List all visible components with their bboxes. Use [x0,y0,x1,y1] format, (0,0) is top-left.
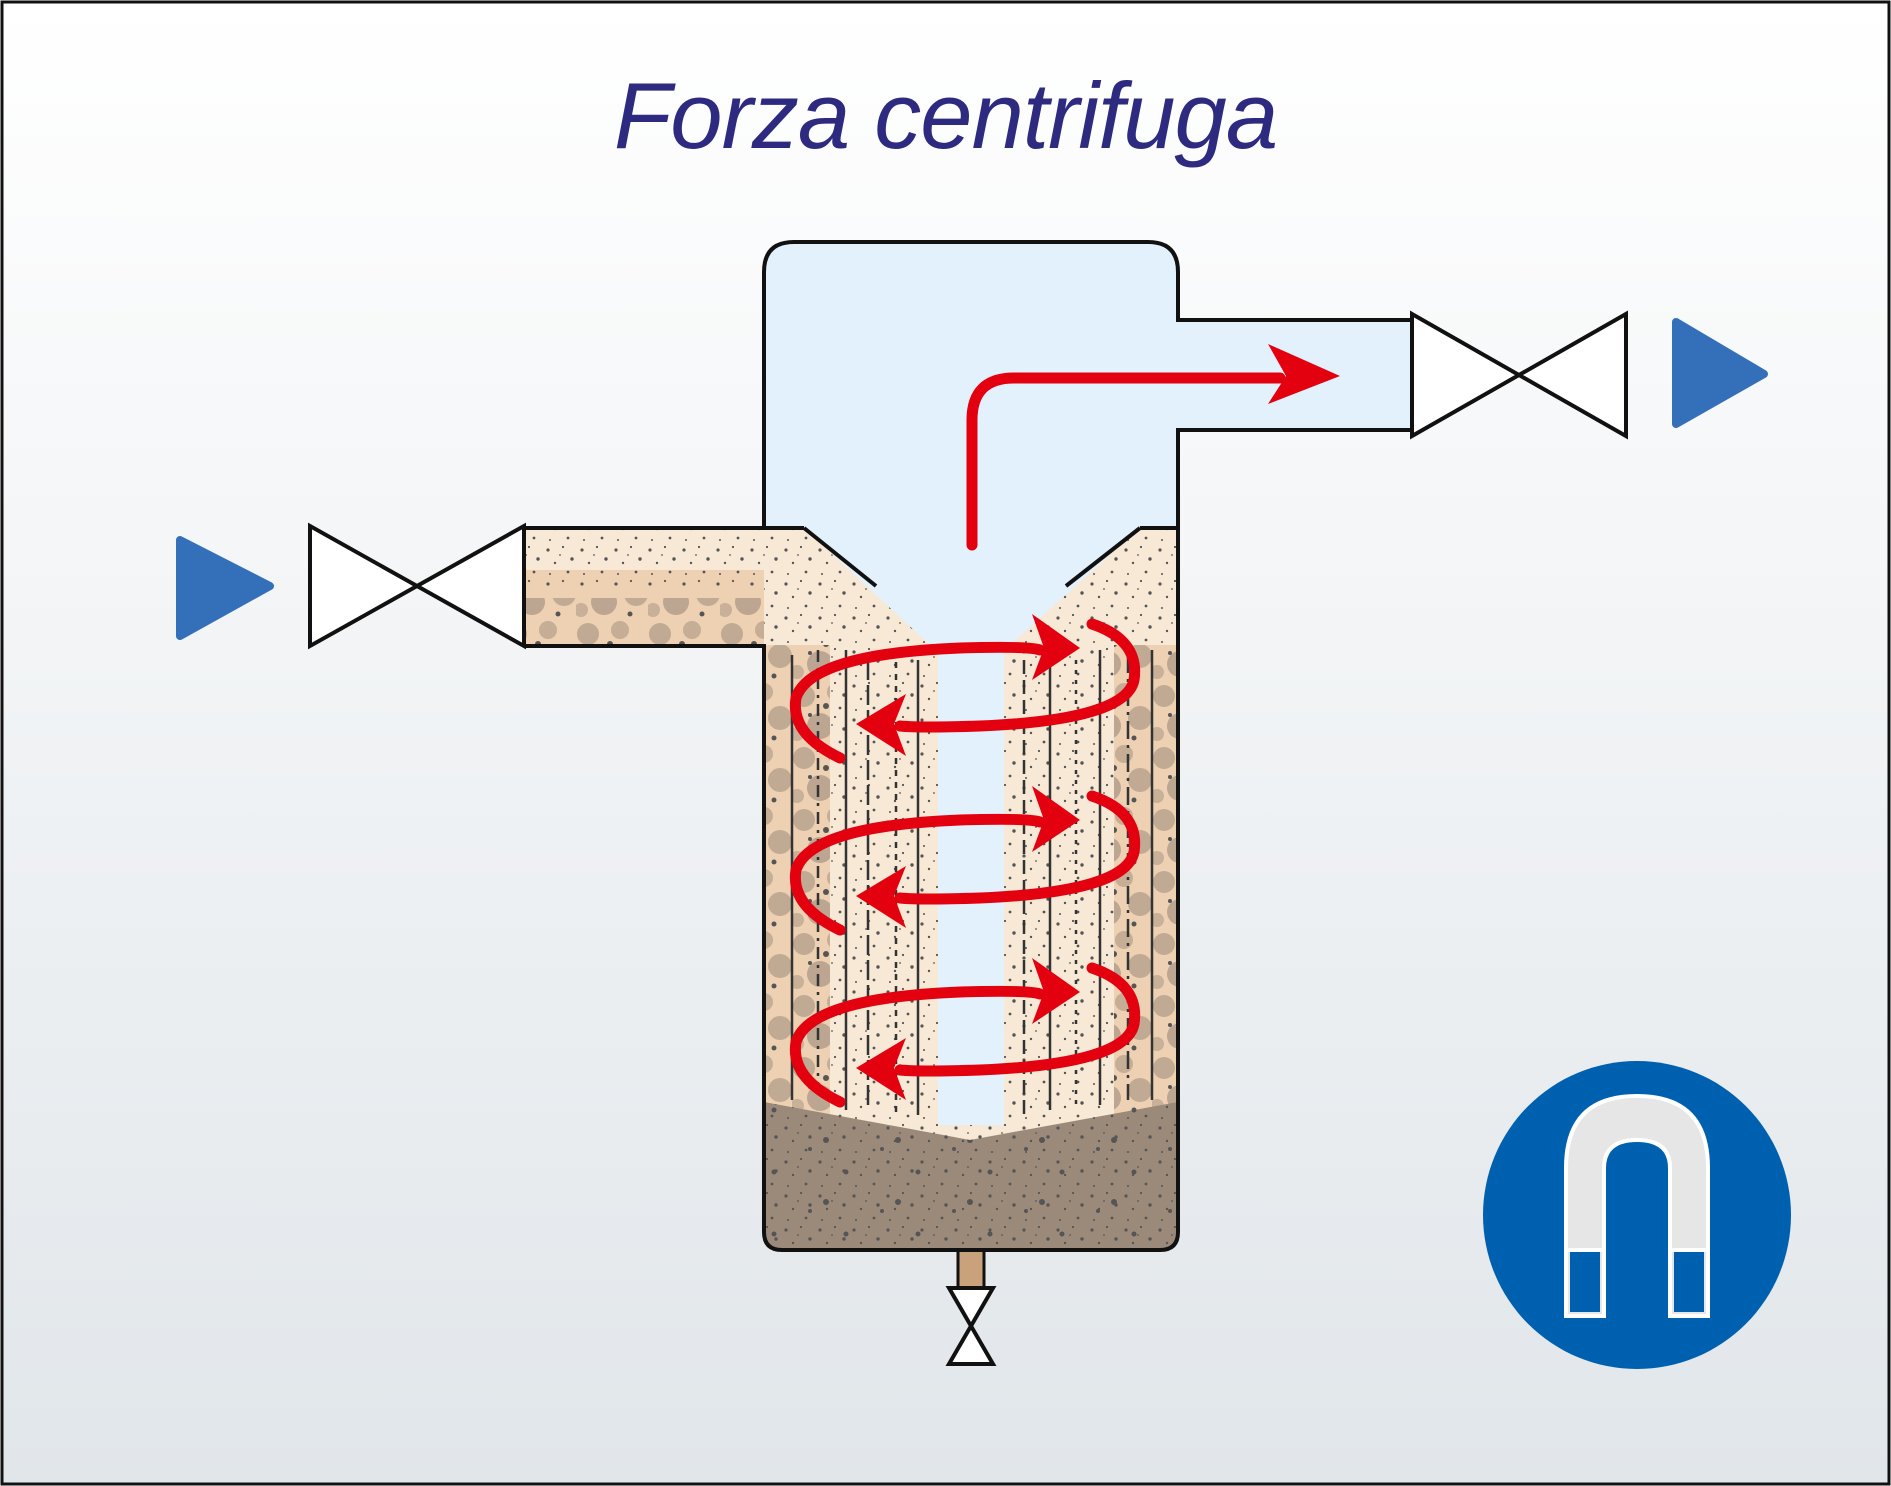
outlet-valve[interactable] [1410,310,1628,440]
diagram-title: Forza centrifuga [613,63,1278,168]
separator-vessel-outline [524,240,1412,1252]
spiral-turn-3 [789,958,1141,1108]
outflow-arrow [966,344,1340,551]
butterfly-valve-icon [1410,310,1628,440]
spiral-turn-1 [789,614,1141,764]
outlet-direction-icon [1672,318,1768,428]
separation-zone [764,645,1178,1250]
inlet-direction-icon [176,536,274,640]
butterfly-valve-icon [945,1286,997,1366]
horseshoe-magnet-icon [1564,1093,1710,1318]
inlet-valve[interactable] [308,522,526,650]
spiral-turn-2 [789,786,1141,936]
magnet-badge [1483,1061,1791,1369]
butterfly-valve-icon [308,522,526,650]
drain-valve[interactable] [945,1286,997,1366]
centrifugal-flow-spirals [789,614,1141,1108]
drain-pipe [958,1250,984,1288]
